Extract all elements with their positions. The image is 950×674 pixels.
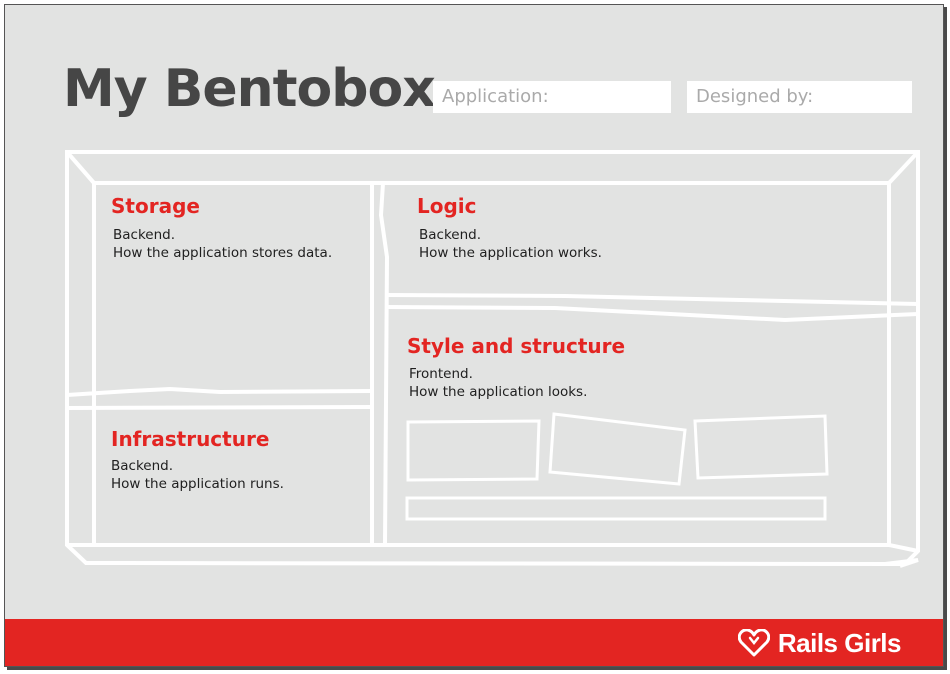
rails-girls-logo: Rails Girls — [737, 627, 902, 658]
layout-block-3 — [693, 414, 829, 480]
layout-bar — [405, 496, 827, 521]
logic-line-1: Backend. — [419, 227, 482, 243]
infrastructure-title: Infrastructure — [111, 427, 270, 451]
storage-title: Storage — [111, 194, 200, 218]
logic-title: Logic — [417, 194, 477, 218]
style-structure-description: Frontend. How the application looks. — [409, 365, 587, 401]
infrastructure-description: Backend. How the application runs. — [111, 457, 284, 493]
designed-by-field[interactable]: Designed by: — [687, 81, 912, 113]
page-title: My Bentobox — [63, 59, 436, 119]
storage-description: Backend. How the application stores data… — [113, 226, 332, 262]
application-field[interactable]: Application: — [433, 81, 671, 113]
box-divider-right — [386, 293, 919, 323]
application-field-label: Application: — [442, 86, 549, 107]
box-divider-vertical — [370, 182, 390, 546]
layout-block-1 — [406, 419, 541, 482]
infrastructure-line-1: Backend. — [111, 458, 174, 474]
storage-line-1: Backend. — [113, 227, 176, 243]
bentobox-worksheet: My Bentobox Application: Designed by: — [4, 4, 944, 667]
designed-by-field-label: Designed by: — [696, 86, 814, 107]
box-divider-left — [66, 386, 373, 410]
style-structure-title: Style and structure — [407, 334, 626, 358]
box-corner-lines — [65, 150, 920, 553]
storage-line-2: How the application stores data. — [113, 245, 333, 261]
style-structure-line-1: Frontend. — [409, 366, 473, 382]
infrastructure-line-2: How the application runs. — [111, 476, 284, 492]
box-foot — [884, 558, 919, 568]
layout-block-2 — [548, 412, 687, 486]
footer-bar: Rails Girls — [5, 619, 943, 666]
logic-description: Backend. How the application works. — [419, 226, 602, 262]
bentobox-drawing — [65, 150, 920, 568]
style-structure-line-2: How the application looks. — [409, 384, 588, 400]
logo-text: Rails Girls — [777, 627, 902, 658]
logic-line-2: How the application works. — [419, 245, 602, 261]
heart-icon — [737, 629, 770, 657]
